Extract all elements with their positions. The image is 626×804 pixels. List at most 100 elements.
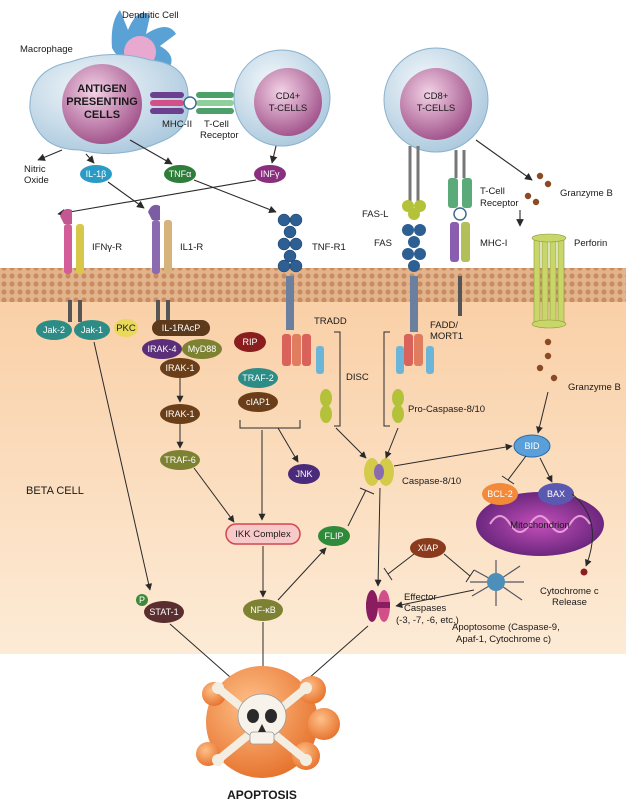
- bcl2-node: [482, 483, 518, 505]
- tnfr1-receptor: [277, 213, 303, 273]
- cytokine-arrows: [37, 139, 533, 227]
- mito-label: Mitochondrion: [510, 520, 570, 531]
- irak1b-label: IRAK-1: [165, 409, 194, 419]
- bid-node: [513, 434, 551, 458]
- cytc-label-2: Release: [552, 597, 587, 608]
- tradd-complex: [282, 334, 332, 423]
- tcr1-label-2: Receptor: [200, 130, 239, 141]
- granzyme-beads-mid: [536, 338, 558, 382]
- irak4-node: [142, 339, 182, 359]
- tnfa-label: TNFα: [169, 169, 192, 179]
- rip-label: RIP: [242, 337, 257, 347]
- fadd-label-1: FADD/: [430, 320, 458, 331]
- irak1a-node: [160, 358, 200, 378]
- apoptosome-label-1: Apoptosome (Caspase-9,: [452, 622, 560, 633]
- ciap1-label: cIAP1: [246, 397, 270, 407]
- tcr2-label-1: T-Cell: [480, 186, 505, 197]
- cell-membrane: [0, 268, 626, 302]
- apc-label-3: CELLS: [84, 109, 120, 121]
- traf6-label: TRAF-6: [164, 455, 196, 465]
- granzyme-mid-label: Granzyme B: [568, 382, 621, 393]
- dendritic-cell-label: Dendritic Cell: [122, 10, 179, 21]
- rip-node: [234, 332, 266, 352]
- jnk-label: JNK: [295, 469, 312, 479]
- effector-caspases-node: [366, 590, 390, 622]
- p-node: [136, 594, 148, 606]
- cytc-label-1: Cytochrome c: [540, 586, 599, 597]
- il1b-node: [80, 165, 112, 183]
- fasl-label: FAS-L: [362, 209, 388, 220]
- cd8-label-1: CD8+: [424, 91, 449, 102]
- jak2-label: Jak-2: [43, 325, 65, 335]
- effector-label-3: (-3, -7, -6, etc.): [396, 615, 459, 626]
- traf2-node: [238, 368, 278, 388]
- apc-label-1: ANTIGEN: [77, 83, 127, 95]
- ikk-label: IKK Complex: [235, 529, 291, 540]
- ifng-node: [254, 165, 286, 183]
- traf2-label: TRAF-2: [242, 373, 274, 383]
- il1r-receptor: [148, 204, 172, 322]
- ciap1-node: [238, 392, 278, 412]
- jak2-node: [36, 320, 72, 340]
- macrophage-label: Macrophage: [20, 44, 73, 55]
- pathway-arrows: [93, 341, 593, 687]
- caspase810-node: [364, 458, 394, 486]
- ifngr-receptor: [60, 208, 84, 322]
- stat1-label: STAT-1: [149, 607, 178, 617]
- no-label-1: Nitric: [24, 164, 46, 175]
- fas-stem: [410, 276, 418, 332]
- tcr1-label-1: T-Cell: [204, 119, 229, 130]
- nfkb-label: NF-κB: [250, 605, 276, 615]
- procasp-label: Pro-Caspase-8/10: [408, 404, 485, 415]
- no-label-2: Oxide: [24, 175, 49, 186]
- ikk-node: [225, 523, 301, 545]
- xiap-label: XIAP: [418, 543, 439, 553]
- disc-bracket: [239, 331, 390, 429]
- fasl-ligand: [402, 146, 426, 220]
- nfkb-node: [243, 599, 283, 621]
- tcr-mhc1-complex: [448, 150, 472, 316]
- effector-label-1: Effector: [404, 592, 437, 603]
- tradd-label: TRADD: [314, 316, 347, 327]
- cd4-nucleus: [254, 68, 322, 136]
- pkc-node: [114, 319, 138, 337]
- jak1-label: Jak-1: [81, 325, 103, 335]
- fas-receptor: [402, 224, 426, 272]
- fadd-label-2: MORT1: [430, 331, 463, 342]
- mhc2-label: MHC-II: [162, 119, 192, 130]
- mito-cristae: [489, 515, 591, 533]
- apc-label-2: PRESENTING: [66, 96, 138, 108]
- tcr2-label-2: Receptor: [480, 198, 519, 209]
- flip-node: [318, 526, 350, 546]
- skull-icon: [212, 682, 312, 766]
- p-label: P: [139, 595, 145, 605]
- jak1-node: [74, 320, 110, 340]
- myd88-label: MyD88: [188, 344, 217, 354]
- il1b-label: IL-1β: [86, 169, 107, 179]
- disc-label: DISC: [346, 372, 369, 383]
- cd4-label-1: CD4+: [276, 91, 301, 102]
- il1racp-node: [152, 320, 210, 336]
- casp810-label: Caspase-8/10: [402, 476, 461, 487]
- ifngr-label: IFNγ-R: [92, 242, 122, 253]
- apoptosome-label-2: Apaf-1, Cytochrome c): [456, 634, 551, 645]
- apoptosis-label: APOPTOSIS: [227, 788, 297, 802]
- myd88-node: [182, 339, 222, 359]
- fas-label: FAS: [374, 238, 392, 249]
- flip-label: FLIP: [324, 531, 343, 541]
- irak1a-label: IRAK-1: [165, 363, 194, 373]
- mhc1-label: MHC-I: [480, 238, 507, 249]
- granzyme-top-label: Granzyme B: [560, 188, 613, 199]
- xiap-node: [410, 538, 446, 558]
- irak4-label: IRAK-4: [147, 344, 176, 354]
- bcl2-label: BCL-2: [487, 489, 513, 499]
- mhc2-tcr-complex: [150, 92, 234, 114]
- beta-cell-label: BETA CELL: [26, 485, 84, 497]
- il1racp-label: IL-1RAcP: [162, 323, 201, 333]
- il1r-label: IL1-R: [180, 242, 203, 253]
- irak1b-node: [160, 404, 200, 424]
- cytochrome-dot: [580, 568, 588, 576]
- perforin-label: Perforin: [574, 238, 607, 249]
- tnfa-node: [164, 165, 196, 183]
